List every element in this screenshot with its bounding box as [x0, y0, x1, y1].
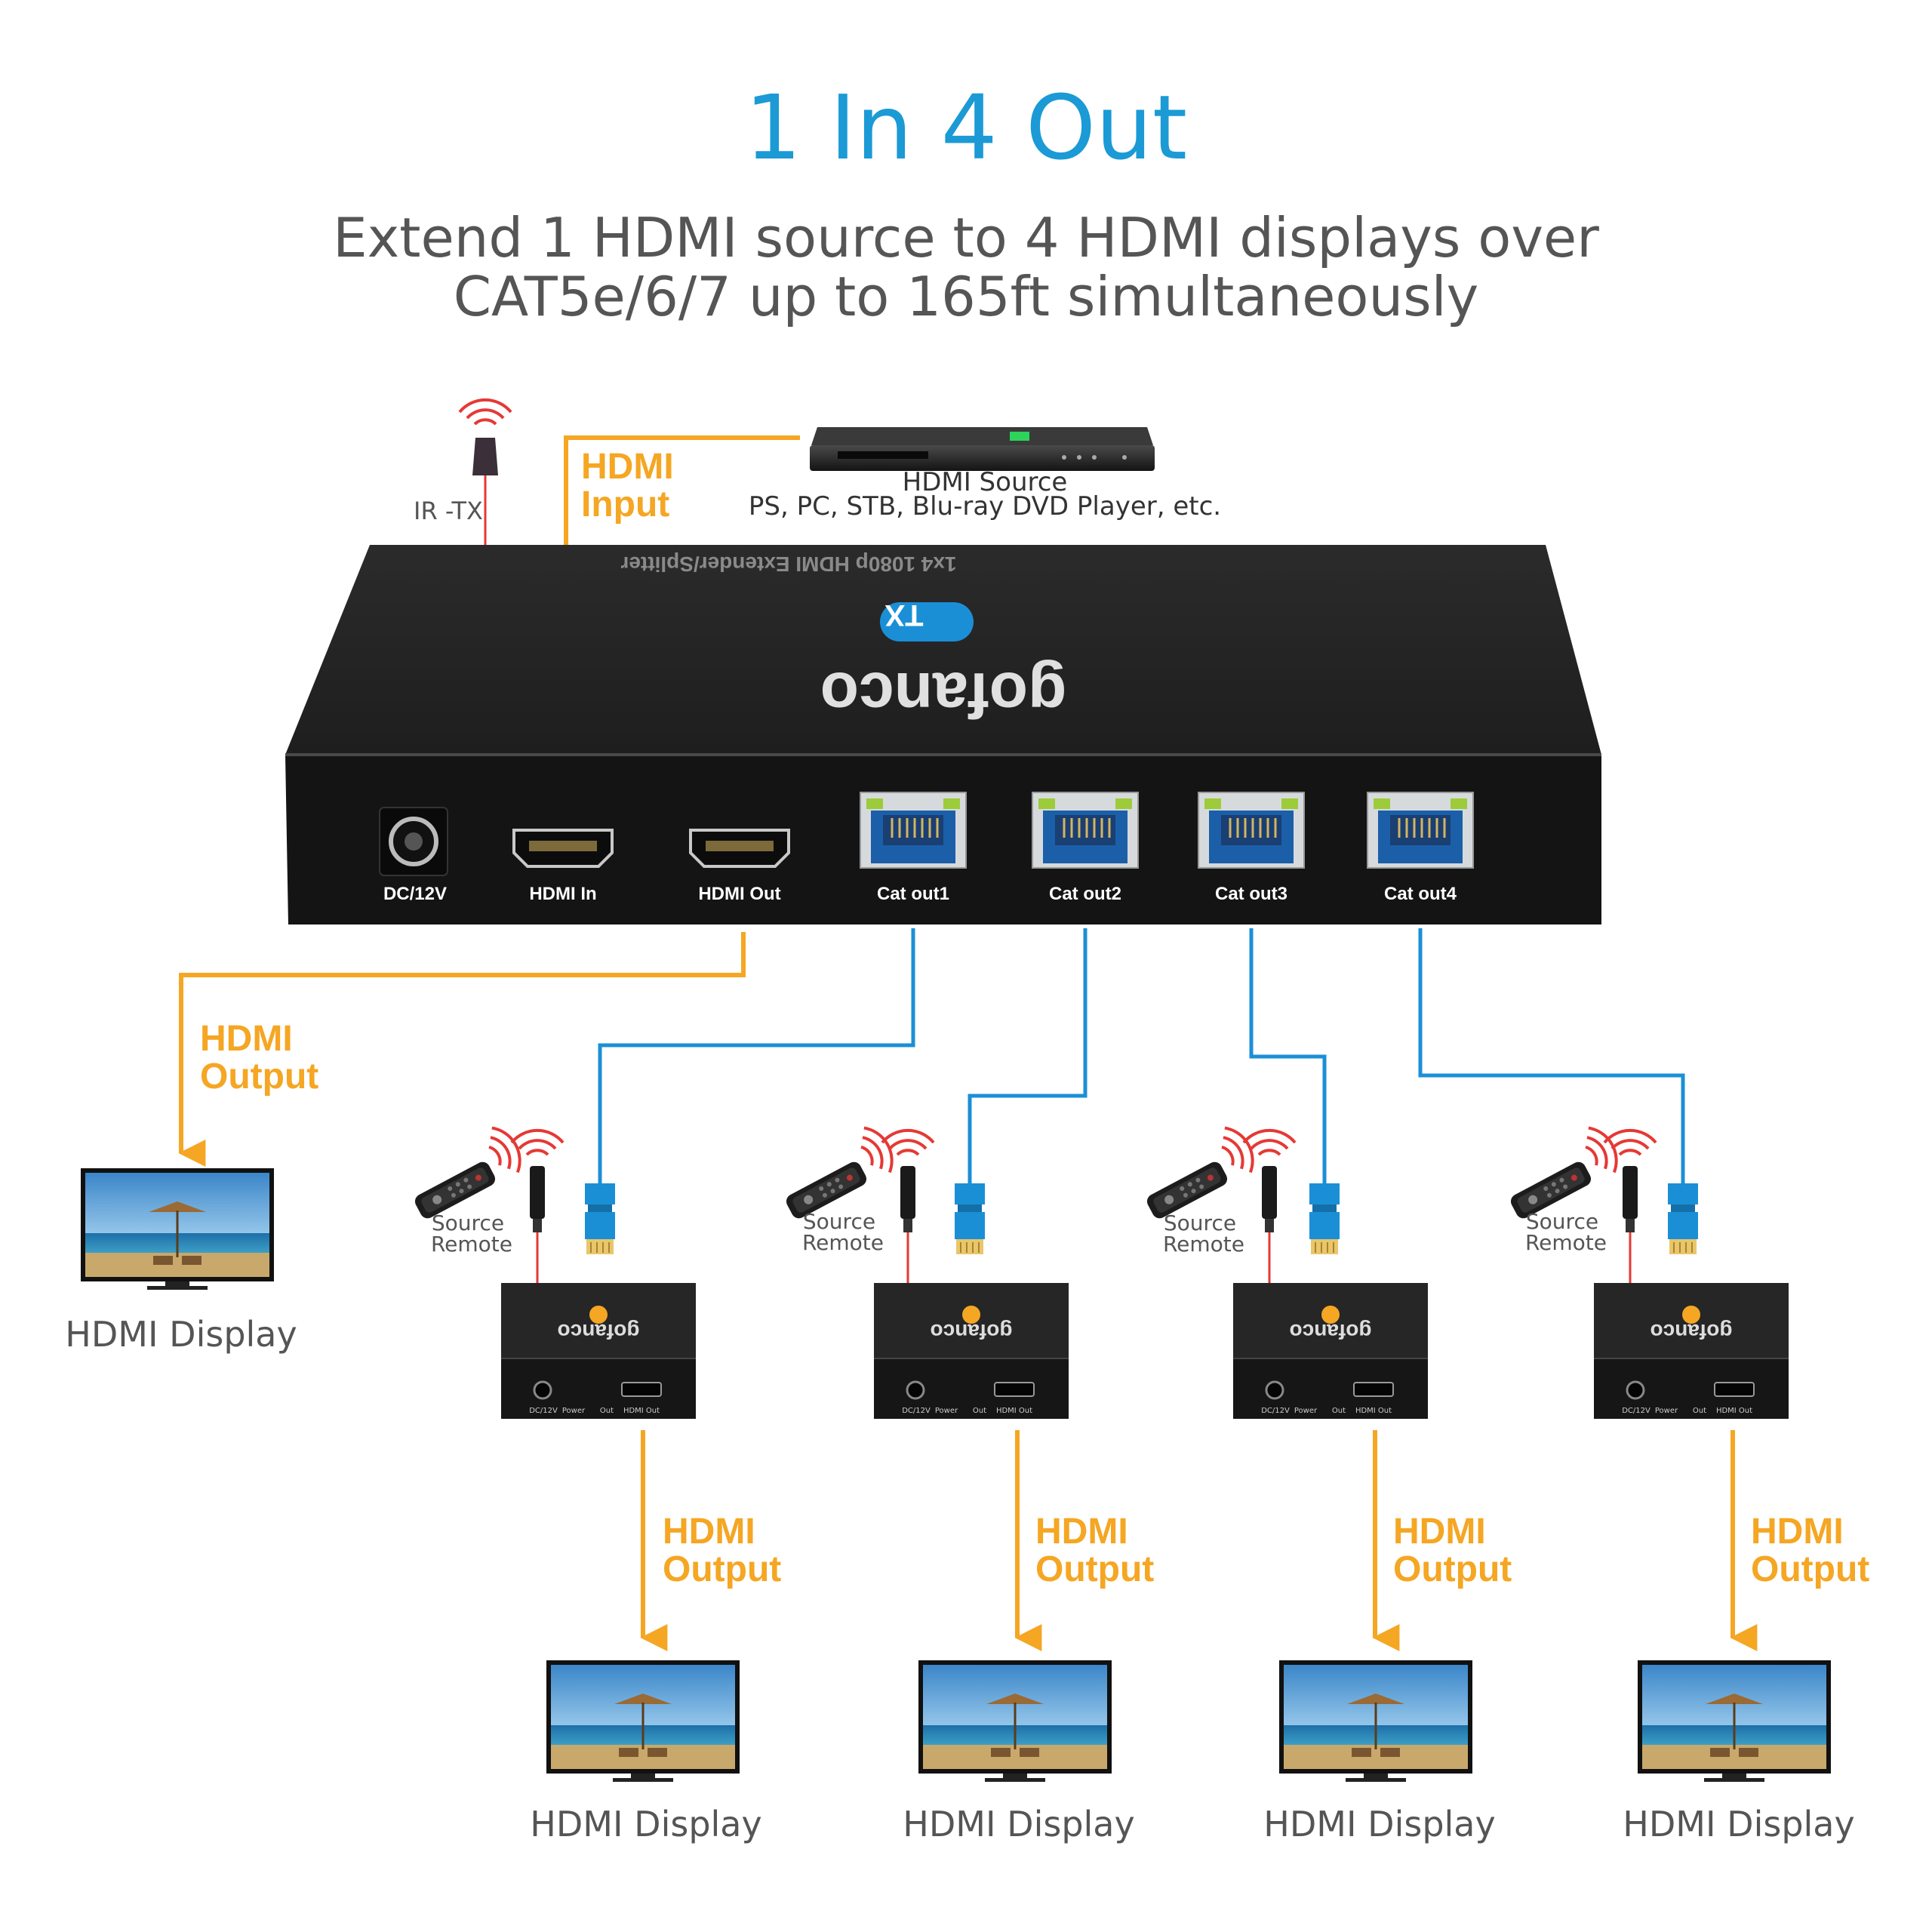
local-output-label-line-1: HDMI [200, 1019, 293, 1059]
receiver-3-display-label: HDMI Display [1263, 1804, 1495, 1844]
receiver-1-remote-line-1: Source [432, 1211, 504, 1235]
receiver-1-brand: gofanco [558, 1320, 640, 1343]
receiver-3-port-power: Power [1294, 1407, 1318, 1415]
receiver-unit-1 [412, 1120, 697, 1420]
receiver-3-output-line-1: HDMI [1393, 1512, 1486, 1552]
port-label-hdmi-out: HDMI Out [698, 884, 780, 904]
hdmi-source-examples: PS, PC, STB, Blu-ray DVD Player, etc. [749, 491, 1221, 521]
receiver-4-brand: gofanco [1651, 1320, 1733, 1343]
hdmi-source-device [810, 427, 1155, 471]
receiver-1-output-line-2: Output [663, 1549, 781, 1589]
page-title: 1 In 4 Out [745, 75, 1187, 180]
port-label-hdmi-in: HDMI In [529, 884, 596, 904]
receiver-1-remote-line-2: Remote [431, 1232, 512, 1257]
receiver-2-port-dc: DC/12V [902, 1407, 931, 1415]
receiver-4-port-hdmi-out: HDMI Out [1716, 1407, 1752, 1415]
receiver-3-remote-line-1: Source [1164, 1211, 1236, 1235]
local-hdmi-display [79, 1167, 275, 1291]
local-output-label-line-2: Output [200, 1057, 318, 1097]
hdmi-source-label: HDMI Source [903, 467, 1068, 497]
receiver-2-display-label: HDMI Display [903, 1804, 1134, 1844]
receiver-1-output-line-1: HDMI [663, 1512, 755, 1552]
receiver-3-brand: gofanco [1290, 1320, 1372, 1343]
receiver-4-display [1636, 1659, 1832, 1783]
subtitle-line-1: Extend 1 HDMI source to 4 HDMI displays … [333, 206, 1599, 269]
receiver-unit-2 [783, 1120, 1070, 1420]
tx-top-label: 1x4 1080p HDMI Extender/Splitter [620, 552, 956, 576]
receiver-4-port-dc: DC/12V [1622, 1407, 1651, 1415]
receiver-1-port-out: Out [600, 1407, 614, 1415]
receiver-4-remote-line-1: Source [1526, 1209, 1598, 1234]
local-display-label: HDMI Display [65, 1314, 297, 1355]
receiver-4-port-power: Power [1655, 1407, 1678, 1415]
receiver-1-port-power: Power [562, 1407, 586, 1415]
transmitter-unit [285, 545, 1601, 924]
receiver-1-port-hdmi-out: HDMI Out [623, 1407, 660, 1415]
receiver-4-display-label: HDMI Display [1623, 1804, 1854, 1844]
receiver-1-display-label: HDMI Display [530, 1804, 761, 1844]
receiver-2-brand: gofanco [931, 1320, 1013, 1343]
tx-brand-logo: gofanco [820, 660, 1067, 731]
receiver-3-output-line-2: Output [1393, 1549, 1512, 1589]
receiver-2-port-power: Power [935, 1407, 958, 1415]
receiver-1-port-dc: DC/12V [529, 1407, 558, 1415]
port-label-cat-out2: Cat out2 [1049, 884, 1121, 904]
port-label-cat-out4: Cat out4 [1384, 884, 1457, 904]
hdmi-input-label-line-2: Input [581, 485, 669, 525]
cat-cable-3 [1249, 928, 1327, 1183]
ir-tx-label: IR -TX [414, 497, 483, 525]
receiver-2-output-line-2: Output [1035, 1549, 1154, 1589]
port-label-dc: DC/12V [383, 884, 447, 904]
receiver-2-output-line-1: HDMI [1035, 1512, 1128, 1552]
receiver-3-display [1278, 1659, 1474, 1783]
receiver-2-remote-line-1: Source [803, 1209, 875, 1234]
tx-badge [880, 602, 974, 641]
port-label-cat-out1: Cat out1 [877, 884, 949, 904]
receiver-unit-3 [1144, 1120, 1429, 1420]
subtitle-line-2: CAT5e/6/7 up to 165ft simultaneously [454, 265, 1478, 328]
receiver-4-output-line-2: Output [1751, 1549, 1869, 1589]
receiver-3-remote-line-2: Remote [1163, 1232, 1244, 1257]
receiver-unit-4 [1508, 1120, 1790, 1420]
receiver-1-display [545, 1659, 741, 1783]
tx-badge-label: TX [884, 598, 923, 632]
cat-cable-2 [968, 928, 1088, 1183]
receiver-2-display [917, 1659, 1113, 1783]
receiver-4-remote-line-2: Remote [1525, 1230, 1607, 1255]
receiver-3-port-hdmi-out: HDMI Out [1355, 1407, 1392, 1415]
cat-cable-1 [598, 928, 915, 1183]
receiver-2-remote-line-2: Remote [802, 1230, 884, 1255]
cat-cable-4 [1418, 928, 1685, 1183]
port-label-cat-out3: Cat out3 [1215, 884, 1287, 904]
receiver-2-port-out: Out [973, 1407, 986, 1415]
receiver-4-port-out: Out [1693, 1407, 1706, 1415]
hdmi-input-label-line-1: HDMI [581, 447, 674, 487]
receiver-3-port-out: Out [1332, 1407, 1346, 1415]
ir-tx-sensor [458, 398, 512, 551]
receiver-2-port-hdmi-out: HDMI Out [996, 1407, 1032, 1415]
receiver-3-port-dc: DC/12V [1261, 1407, 1290, 1415]
local-hdmi-output-arrow [178, 932, 746, 1167]
receiver-4-output-line-1: HDMI [1751, 1512, 1844, 1552]
